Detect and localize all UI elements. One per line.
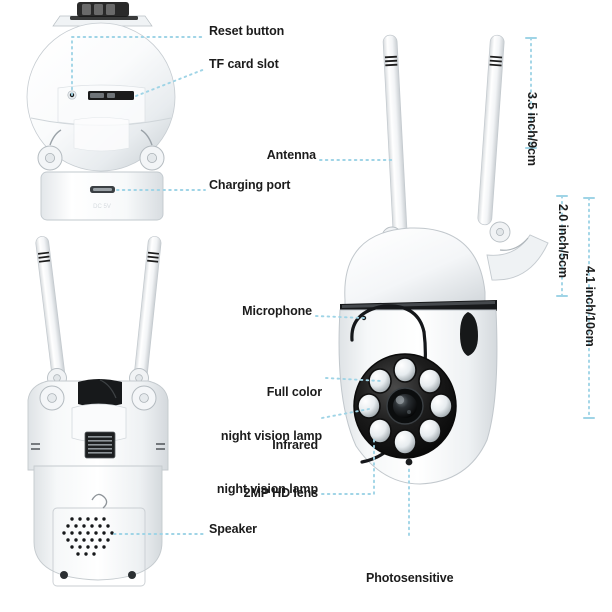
callout-label-reset-button: Reset button — [209, 24, 285, 38]
led-lamp-ring — [357, 357, 453, 455]
callout-label-infrared-line1: Infrared — [272, 437, 318, 452]
callout-label-tf-card-slot: TF card slot — [209, 57, 279, 71]
svg-text:DC 5V: DC 5V — [93, 204, 111, 210]
callout-label-speaker: Speaker — [209, 522, 257, 536]
callout-label-antenna: Antenna — [266, 148, 316, 162]
leader-hd-lens — [321, 439, 375, 495]
vent-grille — [84, 431, 116, 459]
callout-label-infrared-line2: night vision lamp — [216, 481, 318, 496]
leader-infrared-night-vision — [321, 408, 370, 419]
callout-label-microphone: Microphone — [242, 304, 312, 318]
callout-label-infrared-night-vision: Infrared night vision lamp — [166, 408, 318, 526]
dimension-label-height: 4.1 inch/10cm — [583, 266, 597, 347]
leader-reset-button — [71, 36, 206, 96]
leader-microphone — [315, 315, 365, 319]
callout-label-photosensitive-line1: Photosensitive — [366, 570, 454, 585]
callout-label-full-color-line1: Full color — [266, 384, 322, 399]
leader-tf-card-slot — [135, 68, 206, 97]
main-antenna-right — [477, 34, 505, 226]
leader-full-color-night-vision — [325, 377, 382, 382]
product-rear-body-view — [27, 236, 169, 587]
dimension-label-depth: 2.0 inch/5cm — [556, 204, 570, 278]
dimension-label-antenna: 3.5 inch/9cm — [525, 92, 539, 166]
callout-label-full-color-line2: night vision lamp — [220, 428, 322, 443]
tf-card-slot-detail — [88, 91, 134, 100]
callout-label-hd-lens: 2MP HD lens — [243, 486, 318, 500]
pivot-knuckles — [37, 129, 165, 171]
speaker-grille-detail — [62, 517, 114, 556]
charging-port-detail — [90, 186, 115, 193]
callout-label-charging-port: Charging port — [209, 178, 291, 192]
callout-label-photosensitive-resistance: Photosensitive resistance — [366, 541, 516, 612]
callout-label-full-color-night-vision: Full color night vision lamp — [170, 355, 322, 473]
